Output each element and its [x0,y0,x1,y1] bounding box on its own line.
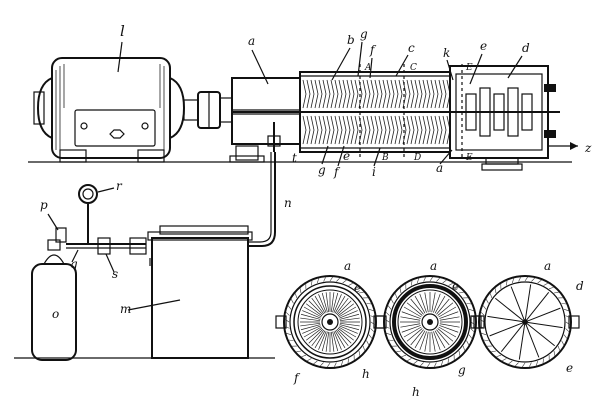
label-tee-s: s [112,267,118,281]
section-e-lower: E [465,153,473,163]
label-sec1-h: h [362,367,370,381]
section-view-1 [275,275,385,369]
section-c-upper: C [410,63,417,73]
label-housing-a: a [248,34,255,48]
tank [147,225,253,359]
label-valve-p: p [40,198,48,212]
label-pipe-n: n [284,196,292,210]
section-markers [359,64,463,160]
gas-cylinder [31,239,77,361]
label-sec2-a: a [430,259,437,273]
section-view-3 [470,275,580,369]
bearing-housing [229,77,301,163]
label-sec3-e: e [566,361,573,375]
label-rotor-b: b [347,33,355,47]
section-b-lower: B [381,153,389,163]
label-sec3-a: a [544,259,551,273]
label-endcap-d: d [522,41,530,55]
label-gear-g-top: g [360,27,368,41]
section-view-2 [375,275,485,369]
section-a-upper: A [364,63,372,73]
label-outlet-z: z [584,141,592,155]
disc-pack [302,79,451,145]
outlet-arrow [548,142,578,150]
label-shaft-t: t [292,151,297,165]
label-inlet-k: k [443,46,450,60]
cross-section-views [275,275,580,369]
section-e-upper: E [465,63,473,73]
label-coupling-q: q [70,257,78,271]
label-sec1-a: a [344,259,351,273]
label-gap-f-top: f [369,43,377,57]
valve-assembly [55,184,147,255]
leader-motor [117,41,123,73]
label-gear-g-bot: g [318,163,326,177]
label-motor-l: l [120,22,125,40]
label-sec2-g: g [458,363,466,377]
label-sec2-e: e [452,279,459,293]
label-blade-e-top: e [480,39,487,53]
label-sec2-h: h [412,385,420,399]
label-blade-e-bot: e [343,149,350,163]
label-stator-c: c [408,41,415,55]
connecting-pipe [248,122,281,247]
label-sec1-f: f [293,371,301,385]
label-cylinder-o: o [52,307,59,321]
label-tank-m: m [120,302,131,316]
end-cap [449,65,556,171]
label-inner-i: i [372,165,376,179]
label-sec1-e: e [354,281,361,295]
label-sec3-d: d [576,279,584,293]
label-gap-f-bot: f [333,165,341,179]
leader-housing-a [251,49,269,85]
section-d-lower: D [413,153,421,163]
label-housing-a-right: a [436,161,443,175]
label-gauge-r: r [116,179,123,193]
shaft-coupling [183,91,233,129]
ground-lines [14,161,572,359]
electric-motor [33,57,186,163]
